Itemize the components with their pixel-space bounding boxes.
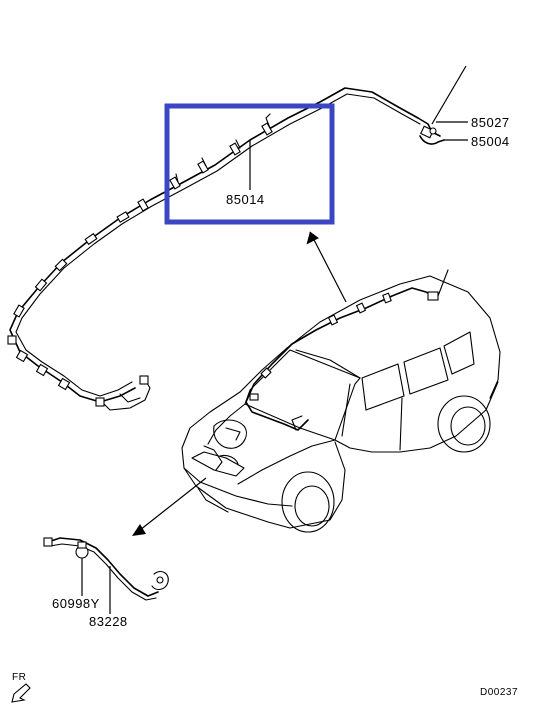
- part-number-85014: 85014: [226, 192, 265, 207]
- roof-arrow: [306, 231, 347, 303]
- installed-roof-harness: [245, 269, 449, 431]
- engine-arrow: [132, 477, 207, 536]
- front-arrow-icon: [11, 683, 31, 703]
- diagram-code: D00237: [480, 687, 518, 698]
- part-number-60998Y: 60998Y: [52, 596, 100, 611]
- leader-85027: [431, 65, 467, 125]
- highlight-box: [164, 103, 335, 225]
- part-number-85004: 85004: [471, 134, 510, 149]
- front-direction-marker: FR: [11, 672, 31, 703]
- engine-harness: [43, 537, 169, 614]
- part-number-83228: 83228: [89, 614, 128, 629]
- roof-wiring-harness: [7, 87, 445, 411]
- front-label: FR: [12, 672, 26, 683]
- vehicle-outline: [181, 275, 501, 533]
- part-number-85027: 85027: [471, 115, 510, 130]
